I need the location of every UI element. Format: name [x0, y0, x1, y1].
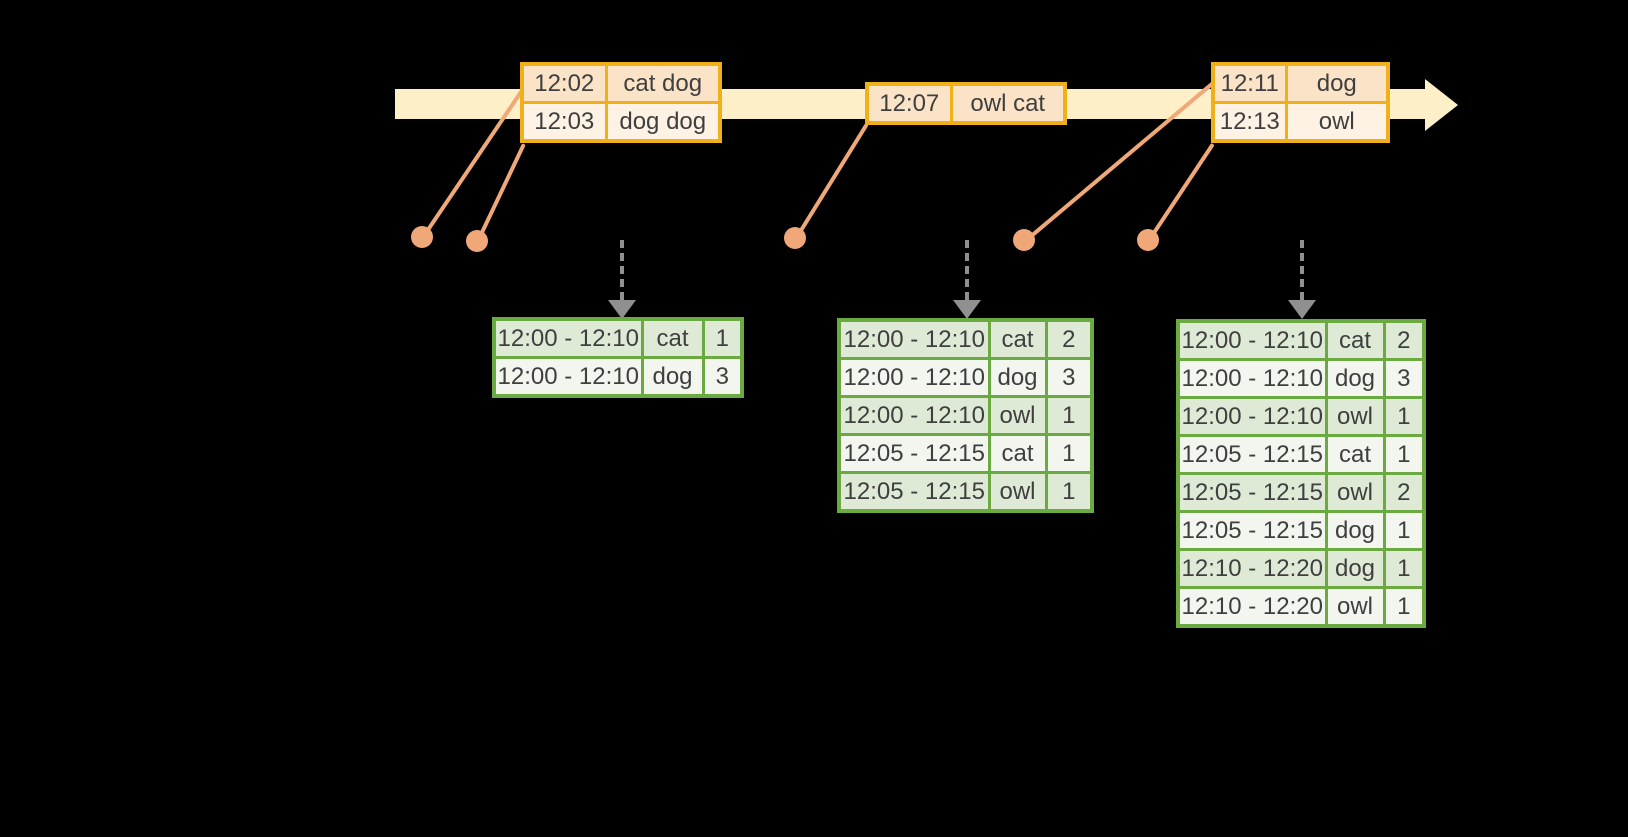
window-cell: 12:00 - 12:10 [1176, 319, 1328, 361]
event-connector-line [475, 143, 526, 245]
event-connector-line [793, 122, 869, 242]
event-row: 12:02 cat dog [520, 62, 722, 104]
result-row: 12:05 - 12:15 cat 1 [837, 433, 1094, 474]
trigger-down-arrowhead-icon [1288, 300, 1316, 319]
result-row: 12:10 - 12:20 dog 1 [1176, 548, 1426, 589]
result-row: 12:05 - 12:15 owl 1 [837, 471, 1094, 513]
event-point-dot-icon [1013, 229, 1035, 251]
count-cell: 1 [1382, 396, 1426, 437]
word-cell: owl [987, 471, 1048, 513]
result-row: 12:05 - 12:15 owl 2 [1176, 472, 1426, 513]
result-row: 12:00 - 12:10 dog 3 [1176, 358, 1426, 399]
count-cell: 3 [701, 356, 744, 398]
count-cell: 3 [1044, 357, 1094, 398]
trigger-down-arrowhead-icon [608, 300, 636, 319]
window-cell: 12:05 - 12:15 [1176, 510, 1328, 551]
event-point-dot-icon [466, 230, 488, 252]
count-cell: 2 [1382, 472, 1426, 513]
word-cell: owl [1324, 396, 1386, 437]
window-cell: 12:00 - 12:10 [492, 356, 644, 398]
count-cell: 2 [1382, 319, 1426, 361]
event-point-dot-icon [784, 227, 806, 249]
window-cell: 12:00 - 12:10 [492, 317, 644, 359]
event-row: 12:11 dog [1211, 62, 1390, 104]
result-table-1: 12:00 - 12:10 cat 1 12:00 - 12:10 dog 3 [492, 317, 744, 398]
result-row: 12:00 - 12:10 owl 1 [837, 395, 1094, 436]
window-cell: 12:00 - 12:10 [837, 395, 991, 436]
word-cell: dog [1324, 510, 1386, 551]
word-cell: owl [1324, 472, 1386, 513]
event-table-2: 12:07 owl cat [865, 82, 1067, 125]
event-time-cell: 12:11 [1211, 62, 1288, 104]
window-cell: 12:00 - 12:10 [1176, 396, 1328, 437]
word-cell: dog [987, 357, 1048, 398]
window-cell: 12:10 - 12:20 [1176, 586, 1328, 628]
result-row: 12:00 - 12:10 cat 2 [837, 318, 1094, 360]
timeline-arrowhead-icon [1425, 79, 1458, 131]
event-time-cell: 12:07 [865, 82, 953, 125]
window-cell: 12:05 - 12:15 [837, 471, 991, 513]
result-row: 12:05 - 12:15 dog 1 [1176, 510, 1426, 551]
word-cell: owl [1324, 586, 1386, 628]
word-cell: dog [1324, 548, 1386, 589]
trigger-down-arrow-icon [620, 240, 624, 300]
word-cell: cat [987, 433, 1048, 474]
event-words-cell: dog [1284, 62, 1390, 104]
event-row: 12:07 owl cat [865, 82, 1067, 125]
result-row: 12:00 - 12:10 dog 3 [837, 357, 1094, 398]
event-time-cell: 12:13 [1211, 101, 1288, 143]
count-cell: 3 [1382, 358, 1426, 399]
window-cell: 12:10 - 12:20 [1176, 548, 1328, 589]
event-point-dot-icon [1137, 229, 1159, 251]
count-cell: 1 [1044, 471, 1094, 513]
event-row: 12:13 owl [1211, 101, 1390, 143]
word-cell: cat [1324, 434, 1386, 475]
result-row: 12:00 - 12:10 dog 3 [492, 356, 744, 398]
word-cell: cat [1324, 319, 1386, 361]
window-cell: 12:05 - 12:15 [1176, 472, 1328, 513]
count-cell: 1 [1382, 510, 1426, 551]
event-row: 12:03 dog dog [520, 101, 722, 143]
result-table-2: 12:00 - 12:10 cat 2 12:00 - 12:10 dog 3 … [837, 318, 1094, 513]
count-cell: 1 [701, 317, 744, 359]
event-time-cell: 12:02 [520, 62, 608, 104]
event-table-3: 12:11 dog 12:13 owl [1211, 62, 1390, 143]
result-table-3: 12:00 - 12:10 cat 2 12:00 - 12:10 dog 3 … [1176, 319, 1426, 628]
result-row: 12:00 - 12:10 owl 1 [1176, 396, 1426, 437]
window-cell: 12:05 - 12:15 [837, 433, 991, 474]
word-cell: cat [640, 317, 705, 359]
count-cell: 1 [1044, 395, 1094, 436]
result-row: 12:00 - 12:10 cat 1 [492, 317, 744, 359]
trigger-down-arrow-icon [965, 240, 969, 300]
result-row: 12:10 - 12:20 owl 1 [1176, 586, 1426, 628]
word-cell: owl [987, 395, 1048, 436]
event-point-dot-icon [411, 226, 433, 248]
trigger-down-arrowhead-icon [953, 300, 981, 319]
result-row: 12:00 - 12:10 cat 2 [1176, 319, 1426, 361]
event-words-cell: owl cat [949, 82, 1067, 125]
window-cell: 12:00 - 12:10 [1176, 358, 1328, 399]
word-cell: dog [640, 356, 705, 398]
trigger-down-arrow-icon [1300, 240, 1304, 300]
count-cell: 1 [1044, 433, 1094, 474]
event-connector-line [1146, 142, 1215, 244]
event-words-cell: dog dog [604, 101, 722, 143]
count-cell: 1 [1382, 434, 1426, 475]
event-words-cell: owl [1284, 101, 1390, 143]
event-time-cell: 12:03 [520, 101, 608, 143]
word-cell: cat [987, 318, 1048, 360]
word-cell: dog [1324, 358, 1386, 399]
result-row: 12:05 - 12:15 cat 1 [1176, 434, 1426, 475]
window-cell: 12:00 - 12:10 [837, 318, 991, 360]
window-cell: 12:05 - 12:15 [1176, 434, 1328, 475]
event-words-cell: cat dog [604, 62, 722, 104]
count-cell: 2 [1044, 318, 1094, 360]
event-table-1: 12:02 cat dog 12:03 dog dog [520, 62, 722, 143]
count-cell: 1 [1382, 586, 1426, 628]
count-cell: 1 [1382, 548, 1426, 589]
window-cell: 12:00 - 12:10 [837, 357, 991, 398]
